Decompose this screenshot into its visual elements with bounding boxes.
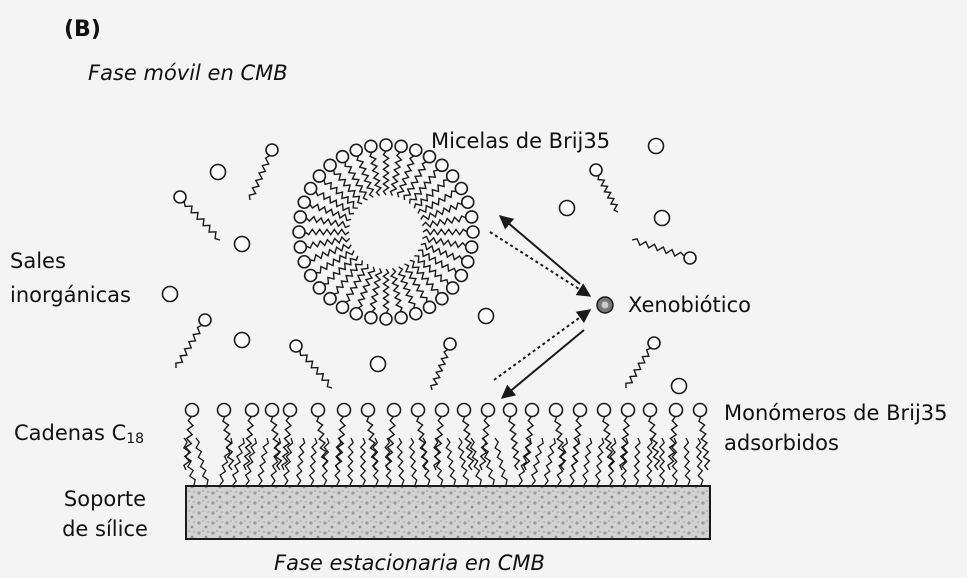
c18-chain xyxy=(458,438,468,485)
chains-text: Cadenas C xyxy=(14,421,126,445)
adsorbed-monomer xyxy=(434,404,449,471)
micelle-monomer xyxy=(380,139,392,195)
arrow-from-micelle xyxy=(490,232,590,296)
adsorbed-monomer xyxy=(218,404,234,471)
adsorbed-monomer xyxy=(572,404,587,471)
stationary-chains xyxy=(184,404,710,486)
free-monomer xyxy=(626,337,660,388)
micelle-monomer xyxy=(404,151,435,200)
salt-ion xyxy=(655,211,670,226)
arrows xyxy=(490,216,590,398)
c18-chain xyxy=(310,438,317,485)
micelle-monomer xyxy=(337,264,368,313)
micelle-monomer xyxy=(294,211,349,228)
micelle-monomer xyxy=(410,159,448,203)
free-monomers xyxy=(174,144,696,390)
c18-chain xyxy=(271,438,280,485)
micelle xyxy=(293,139,479,325)
salt-ion xyxy=(560,201,575,216)
monomers-label-line1: Monómeros de Brij35 xyxy=(724,400,948,427)
chains-subscript: 18 xyxy=(126,431,144,447)
micelle-monomer xyxy=(422,237,477,254)
c18-chain xyxy=(397,438,404,485)
micelle-monomer xyxy=(313,170,357,208)
free-monomer xyxy=(431,338,456,390)
monomers-label-line2: adsorbidos xyxy=(724,430,839,457)
micelle-monomer xyxy=(293,226,349,238)
panel-label: (B) xyxy=(64,16,101,43)
free-monomer xyxy=(290,340,332,388)
c18-chain xyxy=(647,438,652,485)
micelle-monomer xyxy=(324,260,362,304)
c18-chain xyxy=(684,438,690,485)
adsorbed-monomer xyxy=(620,404,635,471)
adsorbed-monomer xyxy=(504,404,520,471)
micelle-monomer xyxy=(305,183,354,214)
adsorbed-monomer xyxy=(266,404,282,471)
xenobiotic-molecule xyxy=(597,297,613,313)
micelle-monomer xyxy=(391,140,408,195)
free-monomer xyxy=(174,191,220,240)
c18-chain xyxy=(348,438,353,485)
micelle-monomer xyxy=(423,226,479,238)
arrow-from-stationary xyxy=(494,310,590,380)
adsorbed-monomer xyxy=(644,404,660,471)
micelle-monomer xyxy=(418,250,467,281)
micelle-monomer xyxy=(414,256,458,294)
c18-chain xyxy=(545,438,556,485)
micelles-label: Micelas de Brij35 xyxy=(431,128,610,155)
c18-chain xyxy=(660,438,664,485)
c18-chain xyxy=(495,438,507,485)
c18-chain xyxy=(532,438,543,485)
free-monomer xyxy=(249,144,278,200)
arrow-to-micelle xyxy=(500,216,580,284)
c18-chain xyxy=(246,438,257,485)
micelle-monomer xyxy=(365,268,382,323)
xenobiotic-label: Xenobiótico xyxy=(628,292,751,319)
salt-ion xyxy=(672,379,687,394)
salt-ion xyxy=(649,139,664,154)
adsorbed-monomer xyxy=(458,404,474,471)
c18-chain xyxy=(696,438,703,485)
free-monomer xyxy=(176,314,211,368)
silica-support xyxy=(186,486,710,539)
c18-chain xyxy=(583,438,592,485)
mobile-phase-label: Fase móvil en CMB xyxy=(88,60,288,87)
salts-label-line1: Sales xyxy=(10,248,66,275)
adsorbed-monomer xyxy=(694,404,710,471)
c18-chain xyxy=(410,438,417,485)
c18-chain xyxy=(596,438,604,485)
salts-label-line2: inorgánicas xyxy=(10,282,131,309)
adsorbed-monomer xyxy=(184,404,199,471)
c18-chain xyxy=(557,438,567,485)
salt-ion xyxy=(235,333,250,348)
c18-chain xyxy=(446,438,455,485)
adsorbed-monomer xyxy=(480,404,495,471)
silica-label-line2: de sílice xyxy=(52,516,158,543)
c18-chain xyxy=(634,438,640,485)
salt-ion xyxy=(211,165,226,180)
c18-chain xyxy=(233,438,244,485)
stationary-phase-label: Fase estacionaria en CMB xyxy=(274,550,545,577)
salt-ion xyxy=(371,357,386,372)
free-monomer xyxy=(590,164,618,212)
silica-label-line1: Soporte xyxy=(60,486,150,513)
micelle-monomer xyxy=(380,269,392,325)
c18-chain xyxy=(220,438,232,485)
c18-chain xyxy=(196,438,208,485)
salt-ion xyxy=(163,287,178,302)
salt-ion xyxy=(479,309,494,324)
chains-label: Cadenas C18 xyxy=(14,420,144,453)
c18-chain xyxy=(297,438,305,485)
c18-chain xyxy=(361,438,365,485)
c18-chain xyxy=(422,438,430,485)
free-monomer xyxy=(632,239,696,264)
salt-ion xyxy=(235,237,250,252)
c18-chain xyxy=(258,438,268,485)
